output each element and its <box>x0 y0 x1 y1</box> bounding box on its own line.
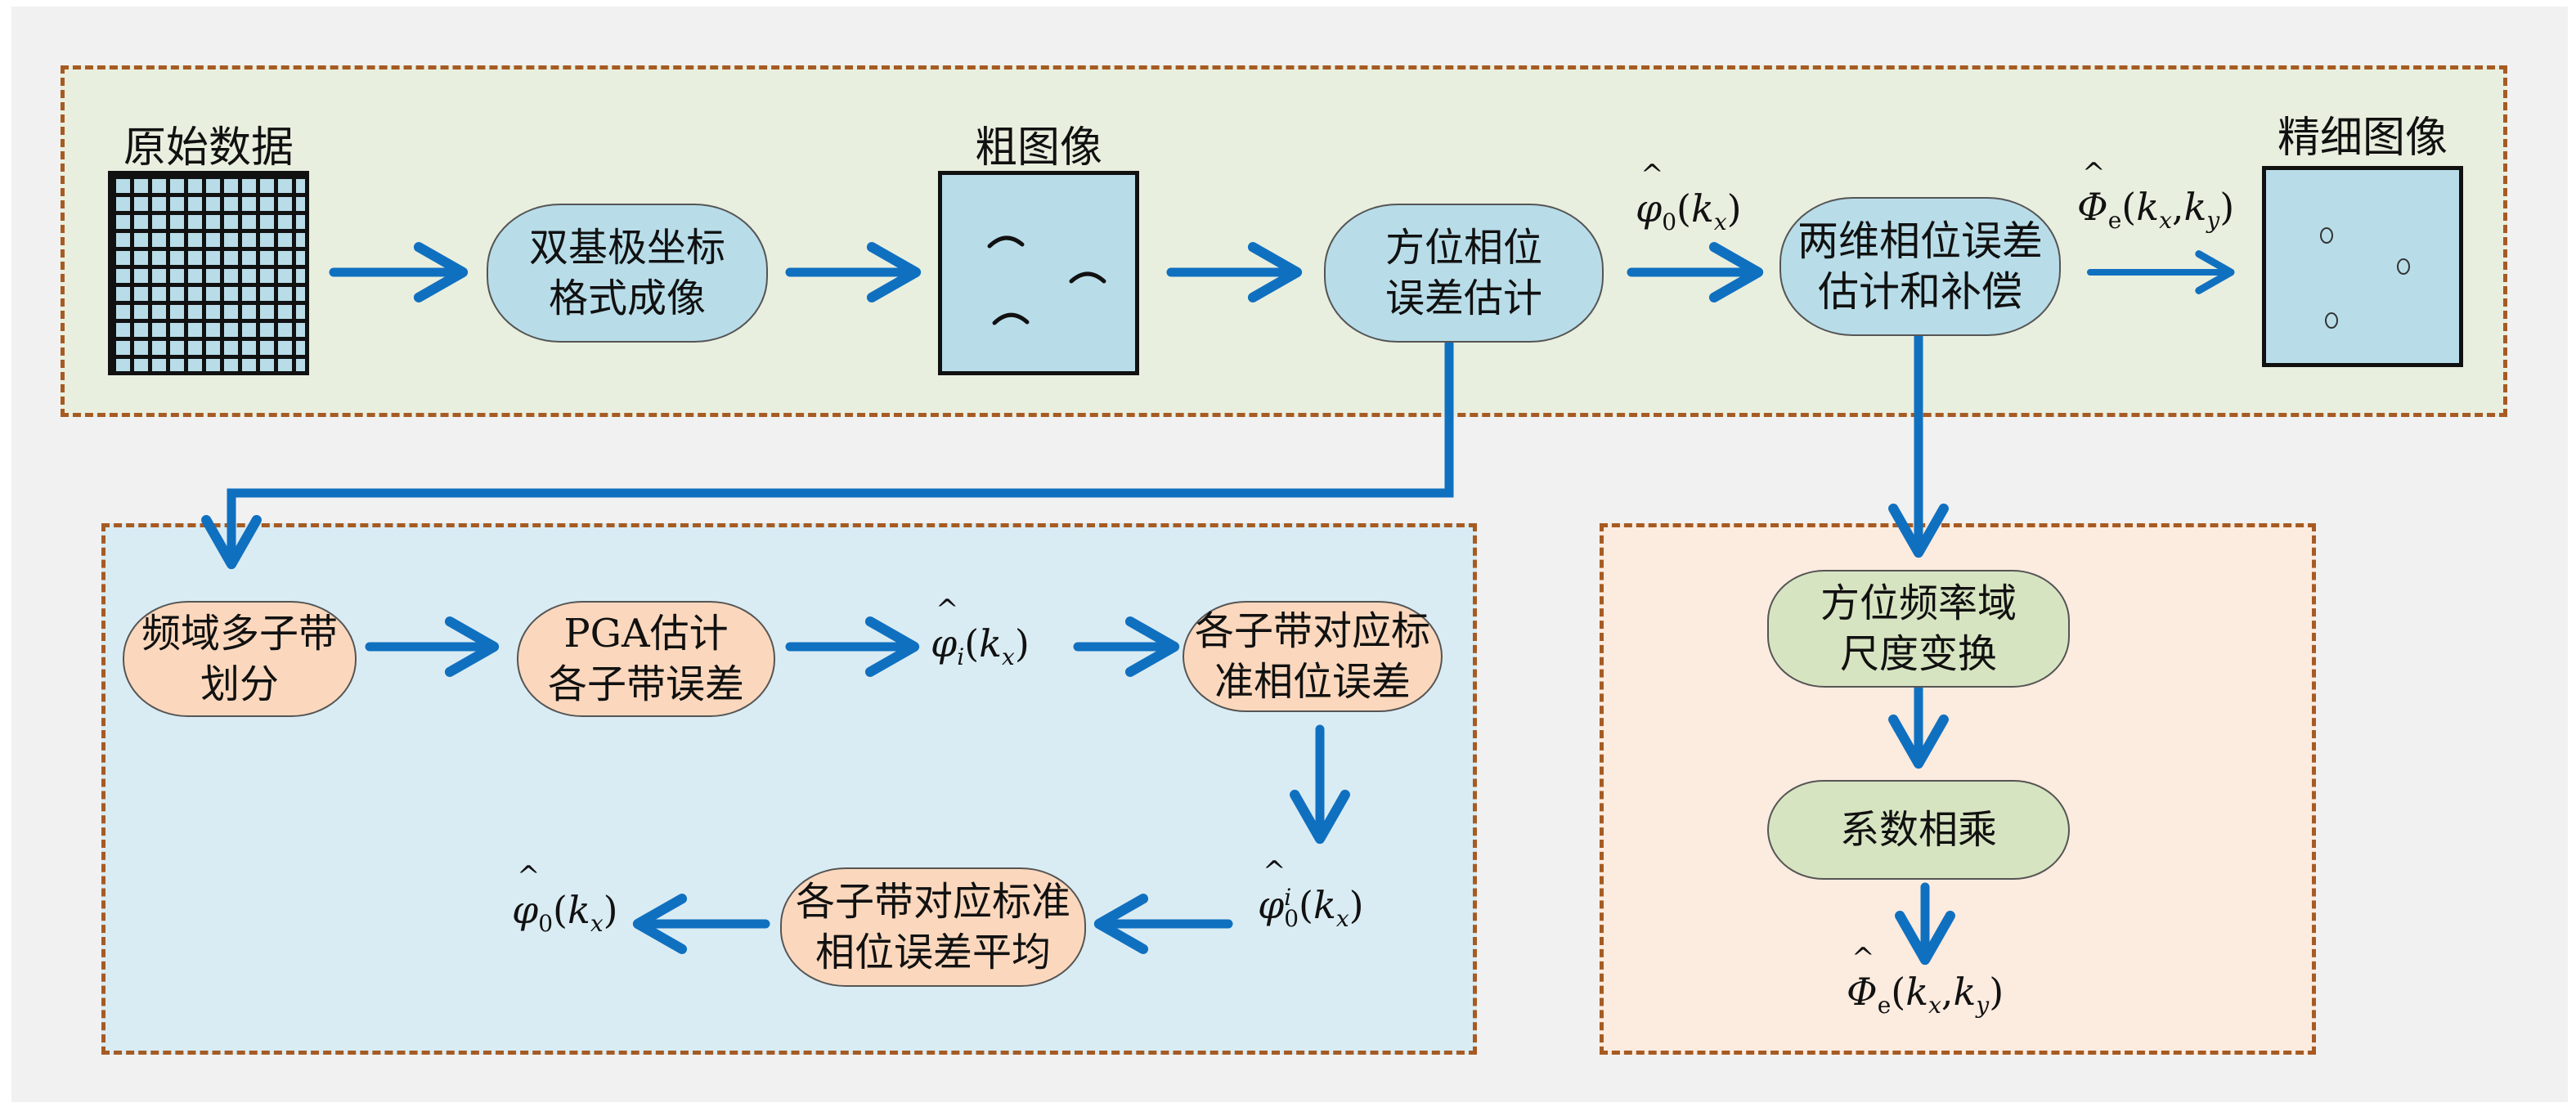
phi0-label-top: φ0(kx) <box>1636 159 1742 235</box>
blurred-targets-icon <box>987 235 1106 325</box>
point-target-3 <box>2325 312 2338 329</box>
coarse-image-box <box>938 171 1139 375</box>
phi-i-label: φi(kx) <box>931 594 1030 670</box>
node-bipolar-imaging: 双基极坐标 格式成像 <box>487 204 768 343</box>
raw-data-label: 原始数据 <box>123 123 294 173</box>
node-standard-phase-error: 各子带对应标 准相位误差 <box>1183 601 1443 712</box>
node-azimuth-frequency-scaling: 方位频率域 尺度变换 <box>1767 570 2070 688</box>
phi0-output-label: φ0(kx) <box>512 860 618 937</box>
node-average-phase-error: 各子带对应标准 相位误差平均 <box>780 867 1086 987</box>
focused-targets-icon <box>2320 227 2410 329</box>
node-pga-estimation: PGA估计 各子带误差 <box>517 601 775 717</box>
point-target-1 <box>2320 227 2333 244</box>
node-2d-phase-error-estimation-compensation: 两维相位误差 估计和补偿 <box>1779 197 2061 336</box>
phi0i-label: φi0(kx) <box>1258 855 1364 932</box>
node-azimuth-phase-error-estimation: 方位相位 误差估计 <box>1324 204 1604 343</box>
fine-image-label: 精细图像 <box>2277 114 2448 163</box>
raw-data-grid-icon <box>108 171 309 375</box>
fine-image-box <box>2262 166 2463 367</box>
group-imaging-pipeline <box>61 65 2507 417</box>
node-coefficient-multiply: 系数相乘 <box>1767 780 2070 880</box>
Phi-e-output-label: Φe(kx,ky) <box>1847 942 2004 1019</box>
point-target-2 <box>2397 258 2410 275</box>
blur-arc-3 <box>992 312 1030 325</box>
coarse-image-label: 粗图像 <box>974 123 1102 173</box>
node-subband-division: 频域多子带 划分 <box>123 601 357 717</box>
Phi-e-label-top: Φe(kx,ky) <box>2077 157 2234 234</box>
blur-arc-1 <box>987 235 1025 249</box>
blur-arc-2 <box>1069 271 1106 284</box>
